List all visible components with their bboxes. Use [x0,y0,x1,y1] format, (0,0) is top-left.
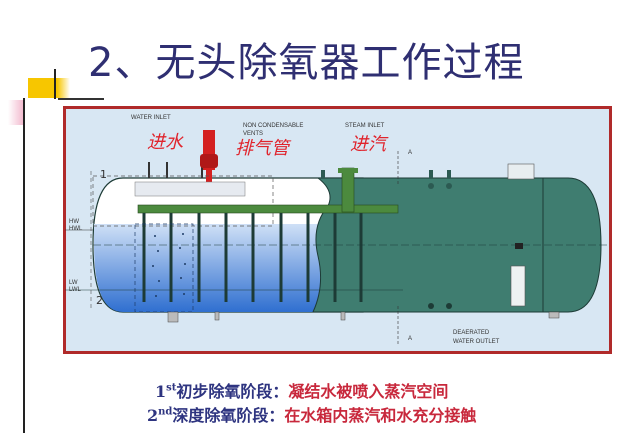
zone-2-label: 2 [96,294,103,307]
stage-1-desc: 凝结水被喷入蒸汽空间 [288,382,449,401]
annotation-vent-pipe: 排气管 [235,138,292,159]
decorative-line [54,69,56,99]
bubbles [152,233,186,297]
slide-title: 2、无头除氧器工作过程 [88,40,525,86]
stage-2-desc: 在水箱内蒸汽和水充分接触 [284,406,477,425]
stage-1-label: 初步除氧阶段： [176,382,289,401]
label-deaerated: DEAERATED [453,330,490,336]
label-water-inlet: WATER INLET [131,115,171,121]
annotation-steam-in: 进汽 [350,134,389,155]
zone-1-label: 1 [100,168,107,181]
water-outlet-box [510,265,526,307]
section-a-bottom: A [408,336,412,342]
steam-inlet-pipe [341,167,355,213]
decorative-line [23,98,25,433]
stage-1-suffix: st [166,382,177,394]
steam-distribution-pipe [137,204,399,214]
annotation-water-in: 进水 [147,132,184,153]
spray-tray [134,181,246,197]
stage-1-number: 1 [155,382,167,401]
decorative-pink-accent [8,100,23,125]
stage-2-label: 深度除氧阶段： [172,406,285,425]
label-steam-inlet: STEAM INLET [345,123,385,129]
label-lwl: LWL [69,287,82,293]
steam-lances [142,213,363,302]
section-a-top: A [408,150,412,156]
label-hwl: HWL [69,226,83,232]
label-non-condensable: NON CONDENSABLE [243,123,303,129]
stage-2: 2nd深度除氧阶段：在水箱内蒸汽和水充分接触 [147,402,476,426]
decorative-yellow-square [28,78,70,98]
label-vents: VENTS [243,131,263,137]
stage-1: 1st初步除氧阶段：凝结水被喷入蒸汽空间 [155,378,448,402]
stage-2-number: 2 [147,406,159,425]
manhole [507,163,535,180]
stage-2-suffix: nd [158,406,173,418]
label-water-outlet: WATER OUTLET [453,339,500,345]
label-lw: LW [69,280,78,286]
decorative-line [58,98,104,100]
deaerator-diagram: A A WATER INLET NON CONDENSABLE VENTS ST… [63,106,612,354]
label-hw: HW [69,219,79,225]
